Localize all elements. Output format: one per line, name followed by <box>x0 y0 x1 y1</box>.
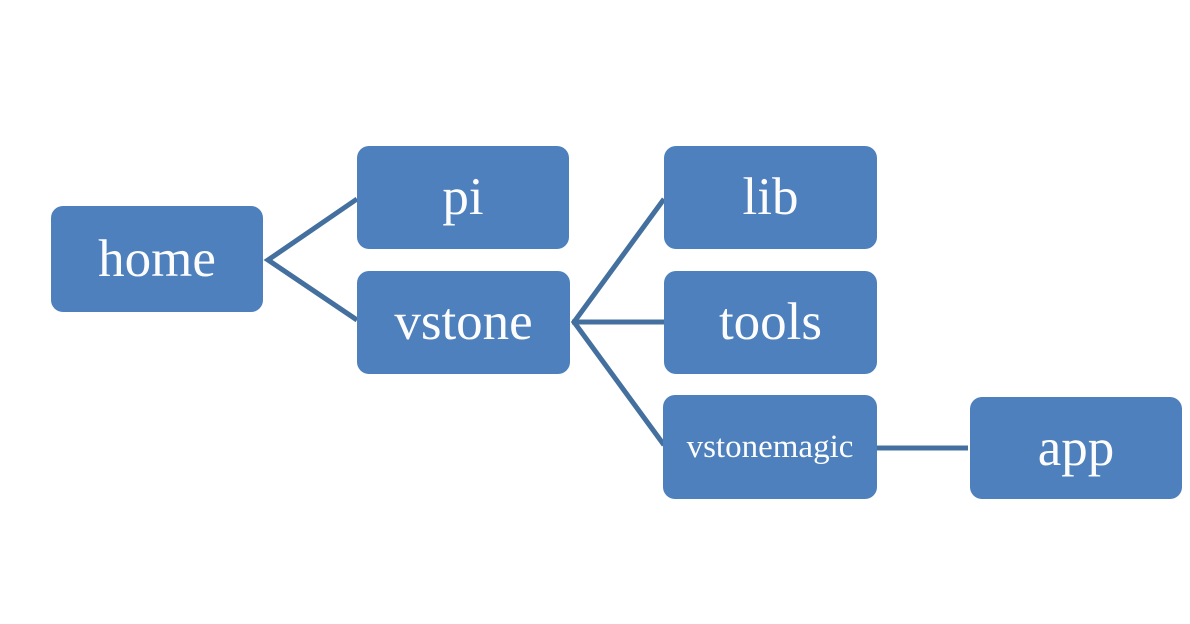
node-tools: tools <box>664 271 877 374</box>
node-home: home <box>51 206 263 312</box>
node-lib-label: lib <box>742 168 799 226</box>
node-vstonemagic: vstonemagic <box>663 395 877 499</box>
connector-home-to-pi-and-vstone <box>263 196 359 323</box>
node-home-label: home <box>98 229 216 288</box>
node-app-label: app <box>1037 418 1115 477</box>
node-app: app <box>970 397 1182 499</box>
node-pi-label: pi <box>442 168 484 226</box>
node-lib: lib <box>664 146 877 249</box>
node-pi: pi <box>357 146 569 249</box>
node-vstone: vstone <box>357 271 570 374</box>
node-vstone-label: vstone <box>394 293 533 351</box>
node-tools-label: tools <box>718 293 823 351</box>
node-vstonemagic-label: vstonemagic <box>686 428 854 465</box>
